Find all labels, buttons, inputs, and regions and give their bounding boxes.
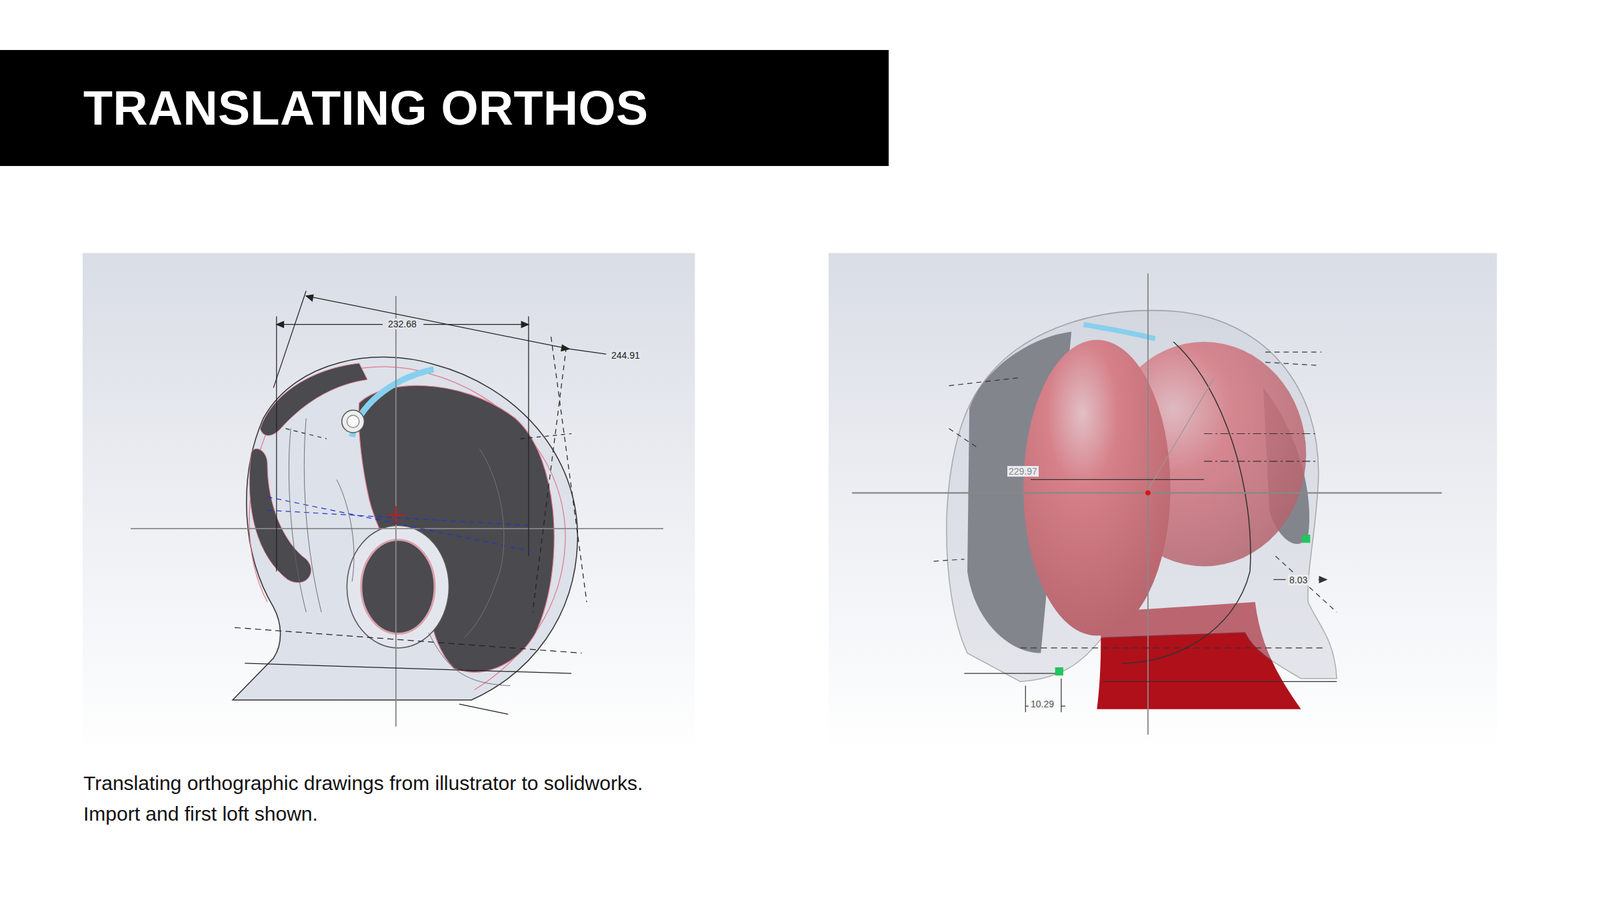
sketch-point	[1302, 534, 1310, 543]
construction-line	[304, 418, 322, 613]
construction-line	[1060, 678, 1062, 713]
sketch-point	[1055, 667, 1064, 676]
construction-line	[1148, 377, 1214, 490]
construction-line	[934, 559, 965, 562]
construction-line	[286, 428, 327, 439]
construction-line	[1025, 686, 1026, 713]
dark-side-region	[249, 448, 311, 583]
dimension-value: 244.91	[610, 350, 642, 361]
construction-line	[459, 704, 508, 714]
construction-line	[1061, 706, 1066, 707]
helmet-loft	[946, 310, 1337, 682]
construction-line	[1147, 273, 1149, 735]
construction-line	[464, 448, 504, 638]
origin-mark	[1145, 490, 1151, 496]
construction-line	[520, 434, 572, 440]
construction-line	[1265, 351, 1322, 352]
construction-line	[288, 428, 306, 613]
construction-line	[532, 346, 567, 612]
construction-line	[1319, 576, 1327, 583]
dimension-value: 232.68	[386, 318, 418, 330]
construction-line	[130, 528, 664, 530]
construction-line	[395, 506, 397, 525]
construction-line	[569, 348, 606, 354]
construction-line	[1273, 579, 1286, 580]
construction-lines	[852, 273, 1442, 735]
construction-line	[1204, 460, 1316, 462]
construction-line	[1275, 556, 1337, 612]
construction-line	[428, 632, 510, 686]
loft-edge	[1122, 342, 1251, 664]
construction-line	[1030, 479, 1204, 480]
slide-title: TRANSLATING ORTHOS	[83, 80, 649, 136]
construction-line	[234, 627, 582, 653]
construction-line	[551, 336, 588, 602]
construction-line	[528, 316, 529, 556]
construction-line	[948, 377, 1020, 386]
construction-line	[82, 253, 1497, 757]
construction-line	[306, 296, 570, 350]
cyan-strip	[1084, 324, 1156, 339]
left-panel	[82, 253, 695, 757]
earbud-inner	[346, 415, 359, 428]
dimension-value: 229.97	[1007, 466, 1039, 477]
right-panel	[828, 253, 1498, 752]
construction-line	[244, 663, 572, 674]
ear-cup	[361, 540, 435, 634]
construction-line	[964, 673, 1061, 674]
ear-cup-outer	[346, 525, 449, 648]
construction-line	[336, 479, 354, 582]
caption: Translating orthographic drawings from i…	[83, 768, 657, 830]
dimension-value: 8.03	[1288, 574, 1309, 586]
construction-line	[1020, 647, 1327, 648]
cyan-strip	[352, 369, 434, 437]
construction-line	[276, 324, 383, 325]
dimension-value: 10.29	[1029, 698, 1056, 710]
construction-line	[276, 294, 570, 351]
construction-line	[1025, 706, 1029, 707]
construction-line	[1265, 362, 1317, 366]
construction-line	[395, 296, 397, 727]
construction-line	[276, 316, 277, 572]
construction-line	[273, 290, 306, 388]
construction-line	[948, 428, 980, 450]
construction-lines	[130, 290, 664, 727]
earbud	[342, 410, 365, 433]
construction-line	[1204, 433, 1316, 434]
construction-line	[423, 324, 529, 325]
construction-line	[1102, 681, 1337, 682]
